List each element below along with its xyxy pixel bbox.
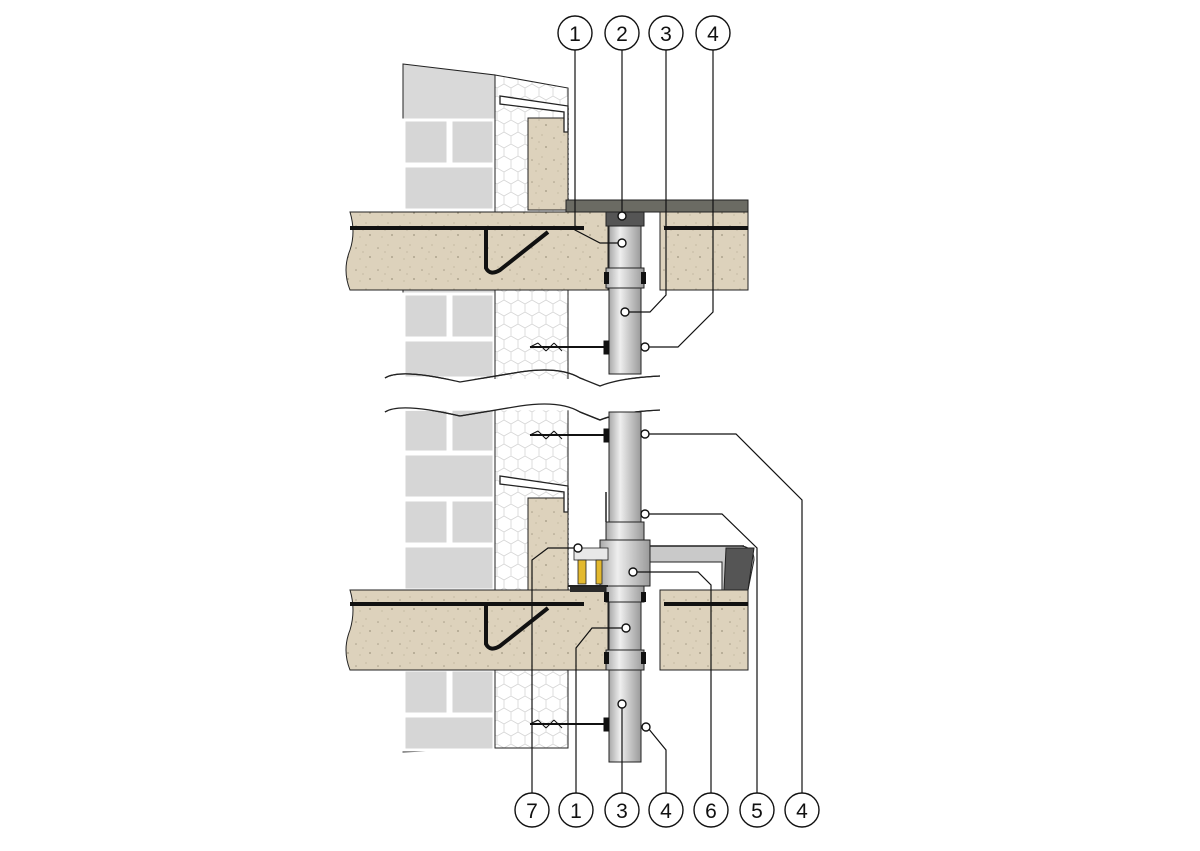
upper-slab — [345, 199, 749, 291]
callout-bottom-5: 5 — [739, 792, 775, 828]
leader-lines — [531, 48, 803, 794]
screw-anchors — [529, 340, 610, 732]
callout-label: 1 — [569, 23, 581, 46]
callout-bottom-6: 6 — [693, 792, 729, 828]
side-outlet — [568, 545, 755, 591]
callout-label: 1 — [570, 800, 582, 823]
callout-label: 3 — [660, 23, 672, 46]
callout-bottom-4a: 4 — [648, 792, 684, 828]
callout-label: 3 — [616, 800, 628, 823]
callout-label: 5 — [751, 800, 763, 823]
callout-top-1: 1 — [557, 15, 593, 51]
callout-label: 2 — [616, 23, 628, 46]
lower-slab — [345, 586, 749, 671]
callout-label: 4 — [796, 800, 808, 823]
screw-1 — [529, 340, 610, 355]
callout-bottom-7: 7 — [514, 792, 550, 828]
callout-bottom-1: 1 — [558, 792, 594, 828]
upper-parapet — [499, 95, 569, 211]
screw-3 — [529, 717, 610, 732]
callout-top-2: 2 — [604, 15, 640, 51]
callout-label: 6 — [705, 800, 717, 823]
callout-label: 4 — [660, 800, 672, 823]
callout-label: 7 — [526, 800, 538, 823]
callout-bottom-4b: 4 — [784, 792, 820, 828]
downpipe — [599, 211, 651, 763]
callouts-top: 1 2 3 4 — [557, 15, 731, 51]
callout-bottom-3: 3 — [604, 792, 640, 828]
callout-label: 4 — [707, 23, 719, 46]
callout-top-3: 3 — [648, 15, 684, 51]
leader-dots — [573, 211, 651, 732]
callouts-bottom: 7 1 3 4 6 5 4 — [514, 792, 820, 828]
screw-2 — [529, 428, 610, 443]
callout-top-4: 4 — [695, 15, 731, 51]
